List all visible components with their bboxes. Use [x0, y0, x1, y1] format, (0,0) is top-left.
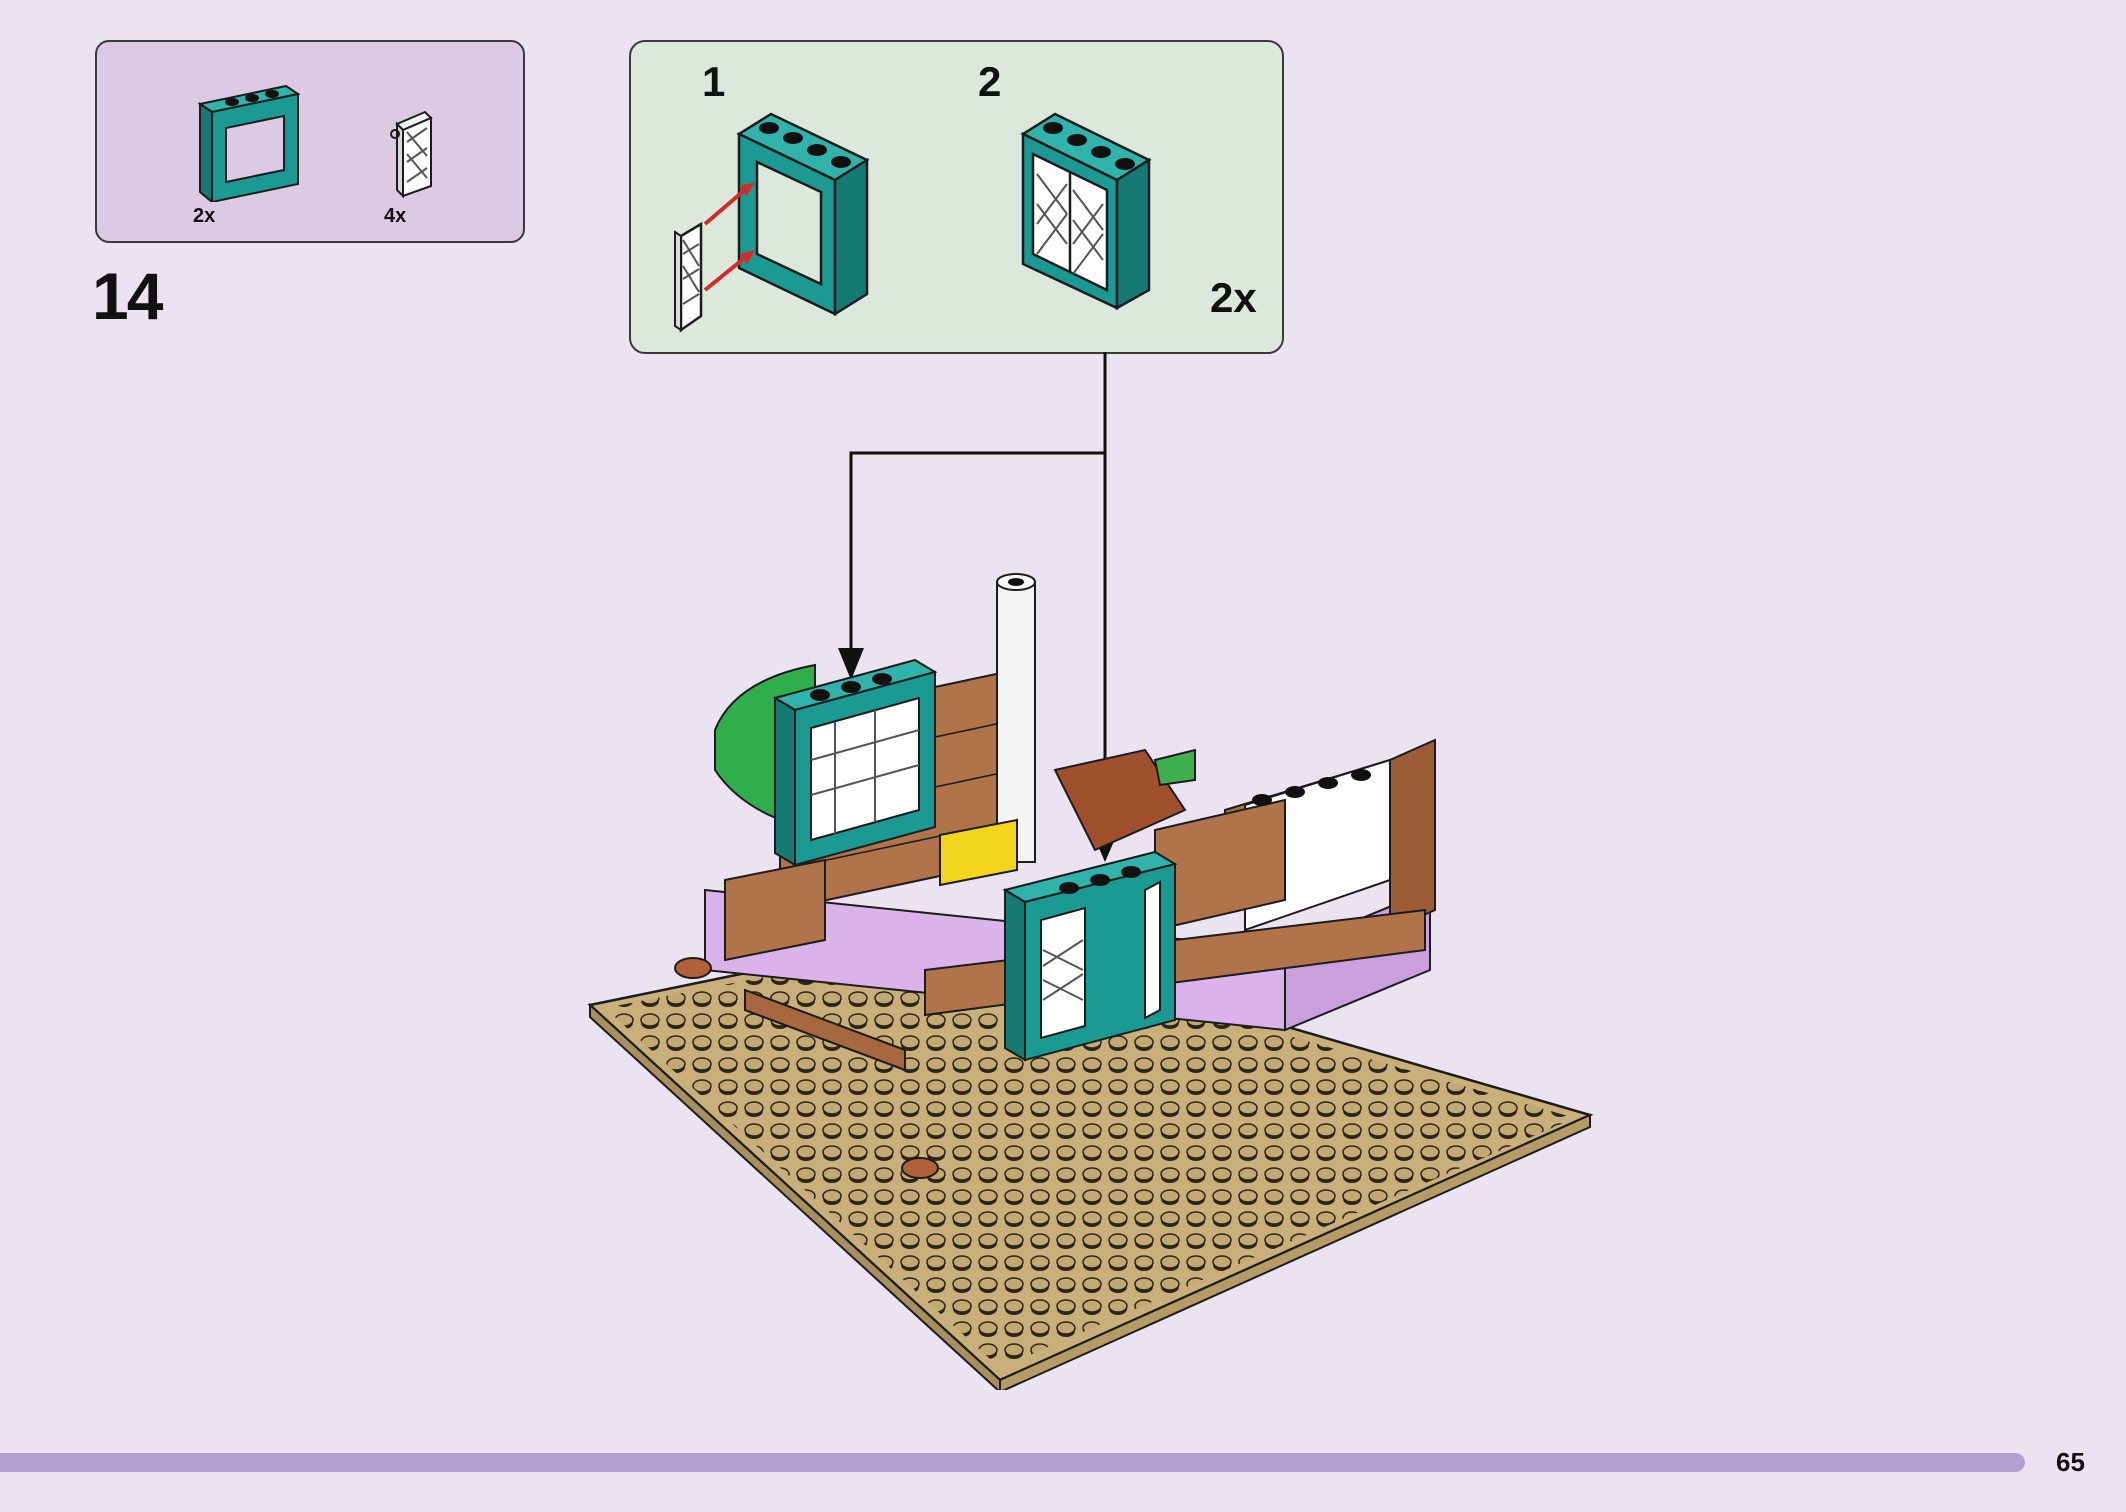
model-illustration [587, 573, 1594, 1390]
substep-2-label: 2 [978, 58, 1002, 105]
page-number: 65 [2056, 1447, 2085, 1477]
substep-1-illustration [674, 112, 870, 333]
substep-multiplier: 2x [1210, 274, 1257, 321]
window-frame-part-image [197, 84, 301, 202]
step-number: 14 [92, 259, 163, 333]
lattice-window-part-image [390, 110, 433, 199]
window-frame-quantity: 2x [193, 205, 216, 227]
substep-1-label: 1 [702, 58, 726, 105]
substep-2-illustration [1020, 112, 1152, 311]
parts-list-box: 2x 4x [95, 40, 525, 243]
lattice-window-quantity: 4x [384, 205, 407, 227]
footer-bar [0, 1453, 2025, 1472]
subassembly-box: 1 2 [629, 40, 1284, 354]
